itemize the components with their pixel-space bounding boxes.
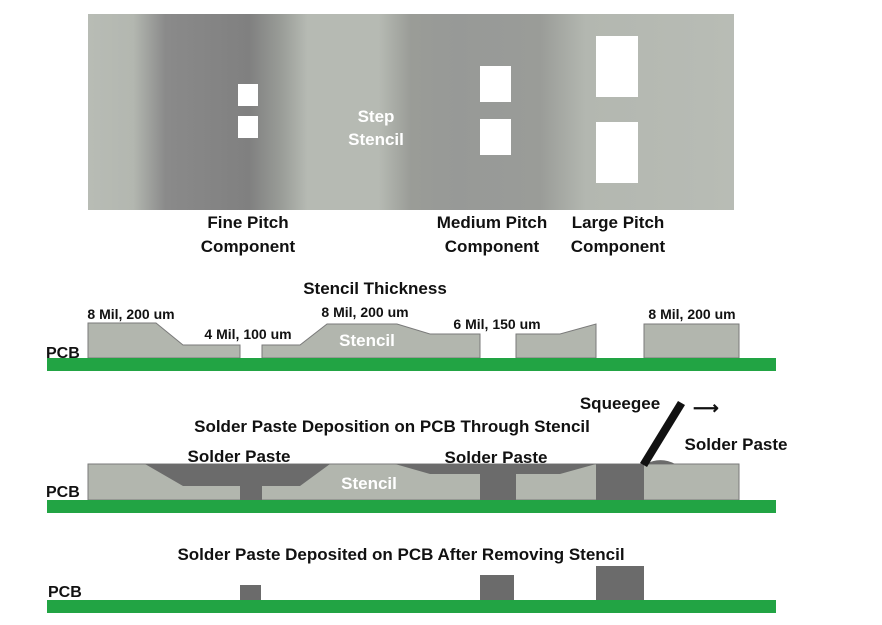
deposit-large (596, 566, 644, 600)
paste-label-3: Solder Paste (685, 435, 788, 454)
fine-pitch-label-1: Fine Pitch (207, 213, 288, 232)
fine-aperture-2 (238, 116, 258, 138)
result-view: Solder Paste Deposited on PCB After Remo… (47, 545, 776, 613)
squeegee-label: Squeegee (580, 394, 660, 413)
medium-pitch-label-1: Medium Pitch (437, 213, 548, 232)
paste-bead (646, 460, 675, 464)
medium-pitch-label-2: Component (445, 237, 540, 256)
pcb-label-1: PCB (46, 345, 80, 362)
large-pitch-label-1: Large Pitch (572, 213, 665, 232)
deposition-title: Solder Paste Deposition on PCB Through S… (194, 417, 590, 436)
pcb-label-3: PCB (48, 584, 82, 601)
paste-label-1: Solder Paste (188, 447, 291, 466)
thickness-view: Stencil Thickness 8 Mil, 200 um 4 Mil, 1… (46, 279, 776, 371)
fine-pitch-label-2: Component (201, 237, 296, 256)
thickness-stencil-label: Stencil (339, 331, 395, 350)
result-title: Solder Paste Deposited on PCB After Remo… (177, 545, 624, 564)
stencil-segment-2 (261, 323, 481, 359)
paste-fill-large (596, 464, 644, 500)
thickness-label-a: 8 Mil, 200 um (87, 306, 174, 322)
deposition-view: Squeegee ⟶ Solder Paste Deposition on PC… (46, 394, 788, 513)
thickness-label-e: 8 Mil, 200 um (648, 306, 735, 322)
paste-label-2: Solder Paste (445, 448, 548, 467)
medium-aperture-1 (480, 66, 511, 102)
step-stencil-label-1: Step (358, 107, 395, 126)
stencil-segment-4 (643, 323, 740, 359)
large-aperture-2 (596, 122, 638, 183)
medium-aperture-2 (480, 119, 511, 155)
fine-aperture-1 (238, 84, 258, 106)
deposition-stencil-label: Stencil (341, 474, 397, 493)
deposit-fine (240, 585, 261, 600)
pcb-label-2: PCB (46, 484, 80, 501)
thickness-label-d: 6 Mil, 150 um (453, 316, 540, 332)
paste-fill-fine (145, 464, 330, 500)
large-aperture-1 (596, 36, 638, 97)
deposit-medium (480, 575, 514, 600)
pcb-board-2 (47, 500, 776, 513)
thickness-title: Stencil Thickness (303, 279, 447, 298)
step-stencil-label-2: Stencil (348, 130, 404, 149)
thickness-label-b: 4 Mil, 100 um (204, 326, 291, 342)
pcb-board-1 (47, 358, 776, 371)
paste-fill-medium (395, 464, 596, 500)
pcb-board-3 (47, 600, 776, 613)
thickness-label-c: 8 Mil, 200 um (321, 304, 408, 320)
squeegee-blade (640, 401, 685, 467)
top-view: Step Stencil Fine Pitch Component Medium… (88, 14, 734, 256)
squeegee-direction-arrow: ⟶ (693, 398, 719, 418)
large-pitch-label-2: Component (571, 237, 666, 256)
